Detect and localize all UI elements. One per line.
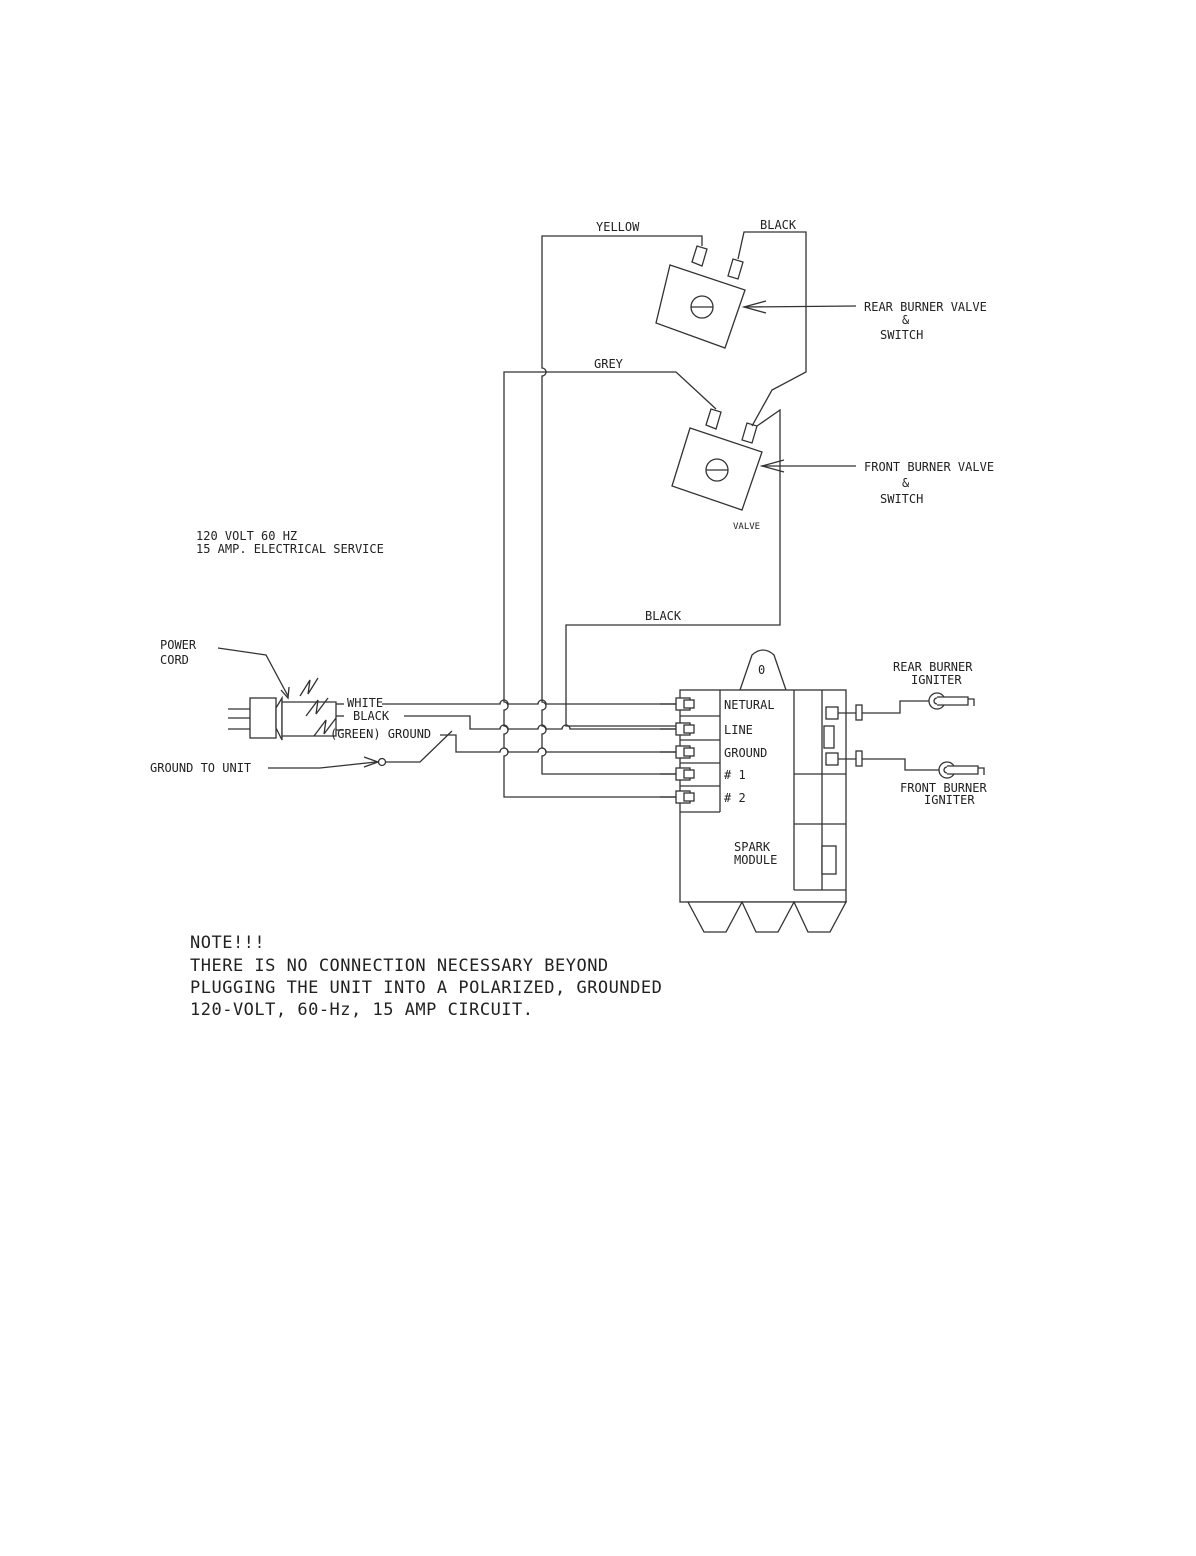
note-title: NOTE!!!	[190, 933, 265, 953]
power-cord-plug	[228, 677, 344, 741]
ground-to-unit-wire	[268, 761, 377, 769]
terminal-line: LINE	[724, 723, 753, 737]
note-line-2: PLUGGING THE UNIT INTO A POLARIZED, GROU…	[190, 978, 662, 998]
spark-module-label-2: MODULE	[734, 853, 777, 867]
black-wire-top-label: BLACK	[760, 218, 797, 232]
front-igniter-label-1: FRONT BURNER	[900, 781, 987, 795]
module-mark: 0	[758, 663, 765, 677]
terminal-connectors	[660, 697, 695, 804]
rear-valve-label-1: REAR BURNER VALVE	[864, 300, 987, 314]
front-valve-label-2: &	[902, 476, 910, 490]
valve-tag: VALVE	[733, 522, 760, 532]
black-wire-mid-label: BLACK	[645, 609, 682, 623]
black-wire-mid	[565, 408, 781, 727]
terminal-2: # 2	[724, 791, 746, 805]
white-wire-label: WHITE	[347, 696, 383, 710]
rear-valve-label-3: SWITCH	[880, 328, 923, 342]
white-cord-wire	[382, 699, 676, 705]
front-burner-igniter	[938, 761, 985, 779]
grey-wire-label: GREY	[594, 357, 624, 371]
terminal-neutral: NETURAL	[724, 698, 775, 712]
ground-cord-wire	[440, 734, 676, 753]
spark-module	[679, 649, 848, 933]
spark-module-label-1: SPARK	[734, 840, 771, 854]
front-valve-label-1: FRONT BURNER VALVE	[864, 460, 994, 474]
black-wire-top	[737, 231, 807, 427]
rear-igniter-label-2: IGNITER	[911, 673, 962, 687]
service-line-2: 15 AMP. ELECTRICAL SERVICE	[196, 542, 384, 556]
note-line-1: THERE IS NO CONNECTION NECESSARY BEYOND	[190, 956, 609, 976]
power-cord-label-2: CORD	[160, 653, 189, 667]
rear-igniter-label-1: REAR BURNER	[893, 660, 973, 674]
front-burner-valve	[671, 408, 763, 511]
service-line-1: 120 VOLT 60 HZ	[196, 529, 297, 543]
black-cord-wire	[404, 715, 676, 730]
front-valve-label-3: SWITCH	[880, 492, 923, 506]
power-cord-label-1: POWER	[160, 638, 197, 652]
ground-to-unit-label: GROUND TO UNIT	[150, 761, 251, 775]
yellow-wire-label: YELLOW	[596, 220, 640, 234]
green-ground-label: (GREEN) GROUND	[330, 727, 431, 741]
terminal-ground: GROUND	[724, 746, 767, 760]
terminal-1: # 1	[724, 768, 746, 782]
rear-burner-igniter	[928, 692, 975, 710]
note-line-3: 120-VOLT, 60-Hz, 15 AMP CIRCUIT.	[190, 1000, 534, 1020]
black-cord-label: BLACK	[353, 709, 390, 723]
rear-valve-label-2: &	[902, 313, 910, 327]
front-igniter-label-2: IGNITER	[924, 793, 975, 807]
rear-burner-valve	[655, 245, 746, 349]
igniter-connectors	[825, 700, 940, 771]
